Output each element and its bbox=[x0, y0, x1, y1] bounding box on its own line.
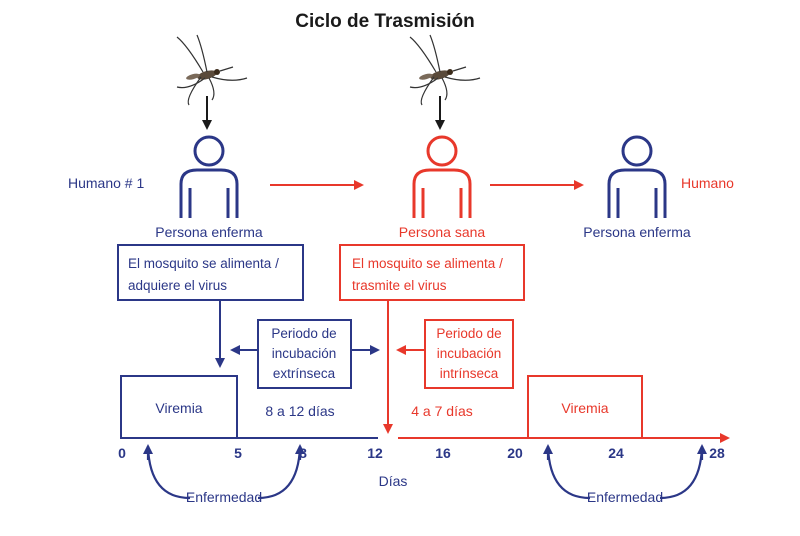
extrinsic-days: 8 a 12 días bbox=[265, 403, 334, 419]
person1-caption: Persona enferma bbox=[155, 224, 263, 240]
feeding-transmit-line1: El mosquito se alimenta / bbox=[352, 256, 503, 271]
person-sick-icon bbox=[607, 135, 667, 218]
extrinsic-line3: extrínseca bbox=[273, 366, 336, 381]
feeding-transmit-line2: trasmite el virus bbox=[352, 278, 447, 293]
tick-28: 28 bbox=[709, 445, 725, 461]
extrinsic-line2: incubación bbox=[272, 346, 337, 361]
human2-label: Humano bbox=[681, 175, 734, 191]
person2-caption: Persona sana bbox=[399, 224, 486, 240]
axis-label-days: Días bbox=[379, 473, 408, 489]
extrinsic-incubation-box bbox=[257, 319, 352, 389]
tick-12: 12 bbox=[367, 445, 383, 461]
feeding-acquire-line2: adquiere el virus bbox=[128, 278, 227, 293]
tick-5: 5 bbox=[234, 445, 242, 461]
tick-20: 20 bbox=[507, 445, 523, 461]
diagram-title: Ciclo de Trasmisión bbox=[295, 11, 475, 32]
illness-left-label: Enfermedad bbox=[186, 489, 262, 505]
tick-0: 0 bbox=[118, 445, 126, 461]
extrinsic-line1: Periodo de bbox=[271, 326, 336, 341]
mosquito-icon bbox=[176, 34, 248, 106]
tick-16: 16 bbox=[435, 445, 451, 461]
intrinsic-line3: intrínseca bbox=[440, 366, 499, 381]
mosquito-icon bbox=[409, 34, 481, 106]
intrinsic-incubation-box bbox=[424, 319, 514, 389]
feeding-acquire-line1: El mosquito se alimenta / bbox=[128, 256, 279, 271]
human1-label: Humano # 1 bbox=[68, 175, 144, 191]
feeding-transmit-box bbox=[339, 244, 525, 301]
intrinsic-line1: Periodo de bbox=[436, 326, 501, 341]
intrinsic-days: 4 a 7 días bbox=[411, 403, 473, 419]
illness-right-label: Enfermedad bbox=[587, 489, 663, 505]
feeding-acquire-box bbox=[117, 244, 304, 301]
tick-24: 24 bbox=[608, 445, 624, 461]
viremia-left-label: Viremia bbox=[155, 400, 202, 416]
person-healthy-icon bbox=[412, 135, 472, 218]
viremia-right-label: Viremia bbox=[561, 400, 608, 416]
person-sick-icon bbox=[179, 135, 239, 218]
person3-caption: Persona enferma bbox=[583, 224, 691, 240]
intrinsic-line2: incubación bbox=[437, 346, 502, 361]
